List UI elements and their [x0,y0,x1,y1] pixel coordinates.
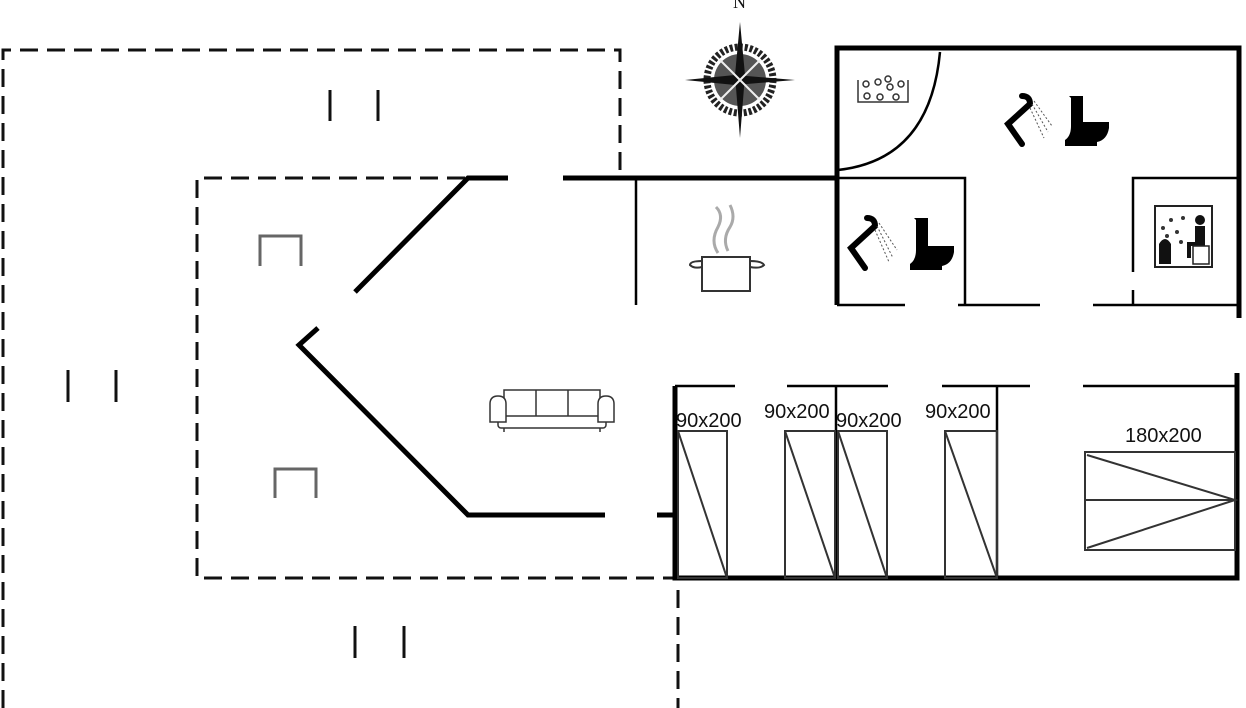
bed-single [784,430,836,579]
toilet-icon [1065,96,1109,146]
bathtub-icon [857,75,909,103]
bed-size-label: 90x200 [836,410,902,432]
bed-size-label: 180x200 [1125,425,1202,447]
shower-icon [1004,93,1053,147]
compass-rose-icon [685,22,795,138]
sauna-icon [1154,205,1213,268]
chair-icon [273,467,318,498]
sofa-icon [489,389,615,432]
toilet-icon [910,218,954,270]
chair-icon [258,234,303,266]
bed-double [1084,451,1239,551]
bed-single [944,430,998,579]
cooking-pot-icon [688,204,766,292]
north-label: N [733,0,746,12]
bed-single [837,430,888,579]
shower-icon [847,215,898,271]
bed-single [677,430,728,579]
terrace-marks [66,90,406,658]
bed-size-label: 90x200 [925,401,991,423]
bed-size-label: 90x200 [764,401,830,423]
terrace-outline [1,48,680,708]
bed-size-label: 90x200 [676,410,742,432]
